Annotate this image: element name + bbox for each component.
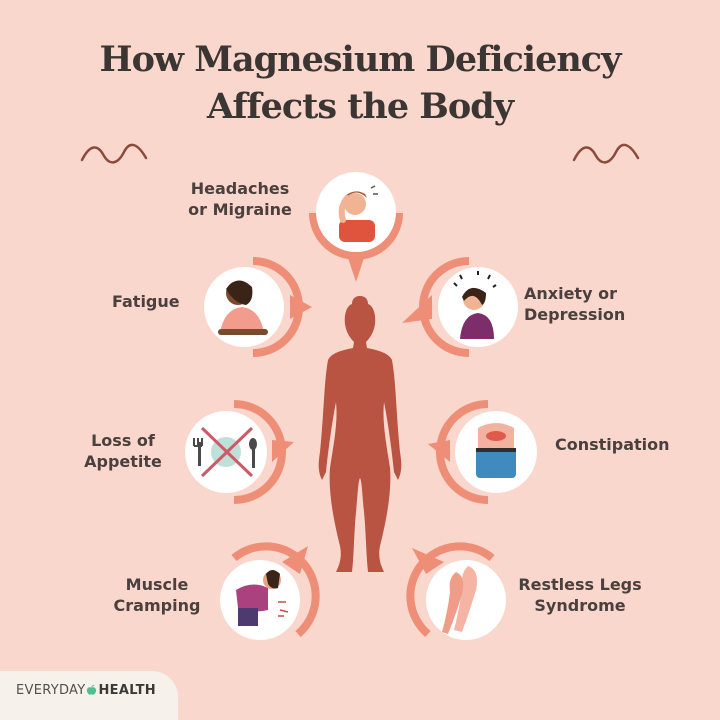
cramping-badge bbox=[220, 542, 320, 640]
apple-leaf-icon bbox=[87, 685, 97, 695]
no-food-icon bbox=[193, 426, 257, 478]
label-cramping: Muscle Cramping bbox=[113, 575, 201, 615]
headache-badge bbox=[309, 172, 403, 282]
tired-person-icon bbox=[218, 280, 268, 335]
headache-person-icon bbox=[338, 185, 378, 242]
label-appetite: Loss of Appetite bbox=[84, 431, 162, 471]
everyday-health-logo[interactable]: EVERYDAY HEALTH bbox=[16, 683, 156, 698]
label-anxiety: Anxiety or Depression bbox=[524, 284, 626, 324]
title-line-1: How Magnesium Deficiency bbox=[99, 39, 622, 80]
label-headaches: Headaches or Migraine bbox=[188, 179, 292, 219]
anxiety-badge bbox=[402, 257, 518, 357]
stomach-ache-icon bbox=[476, 423, 516, 478]
legs-icon bbox=[442, 566, 477, 634]
restless-legs-badge bbox=[406, 542, 506, 640]
logo-container bbox=[0, 671, 178, 720]
title-line-2: Affects the Body bbox=[206, 86, 514, 127]
label-restless-legs: Restless Legs Syndrome bbox=[518, 575, 642, 615]
squiggle-right-icon bbox=[572, 143, 640, 164]
label-constipation: Constipation bbox=[555, 435, 670, 454]
squiggle-left-icon bbox=[80, 143, 148, 164]
fatigue-badge bbox=[204, 257, 312, 357]
appetite-badge bbox=[185, 400, 294, 504]
label-fatigue: Fatigue bbox=[112, 292, 180, 311]
cramping-person-icon bbox=[236, 570, 289, 626]
human-body-silhouette bbox=[318, 296, 402, 572]
anxious-person-icon bbox=[453, 271, 497, 339]
constipation-badge bbox=[428, 400, 537, 504]
